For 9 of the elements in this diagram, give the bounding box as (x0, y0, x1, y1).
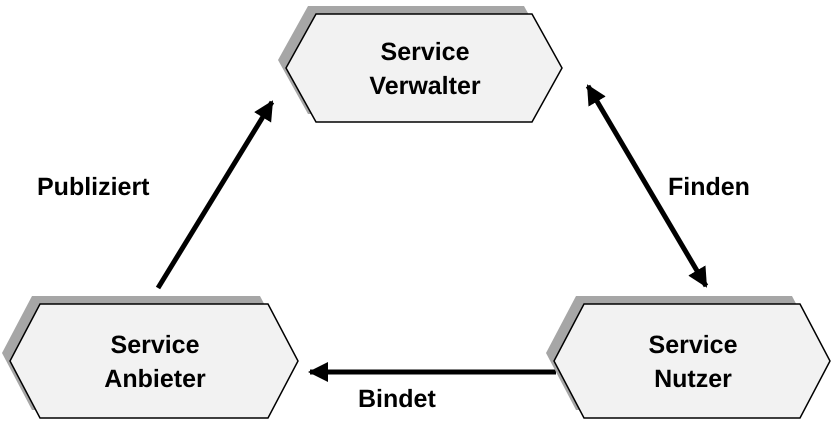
hexagon-node (0, 294, 300, 420)
node-label: Service Verwalter (368, 37, 482, 102)
arrow (308, 362, 556, 382)
node-label: Service Anbieter (103, 330, 207, 395)
arrow (586, 84, 708, 288)
hexagon-node (276, 4, 564, 124)
arrow (156, 100, 274, 290)
hexagon-node (544, 294, 832, 420)
node-label: Service Nutzer (648, 330, 738, 395)
